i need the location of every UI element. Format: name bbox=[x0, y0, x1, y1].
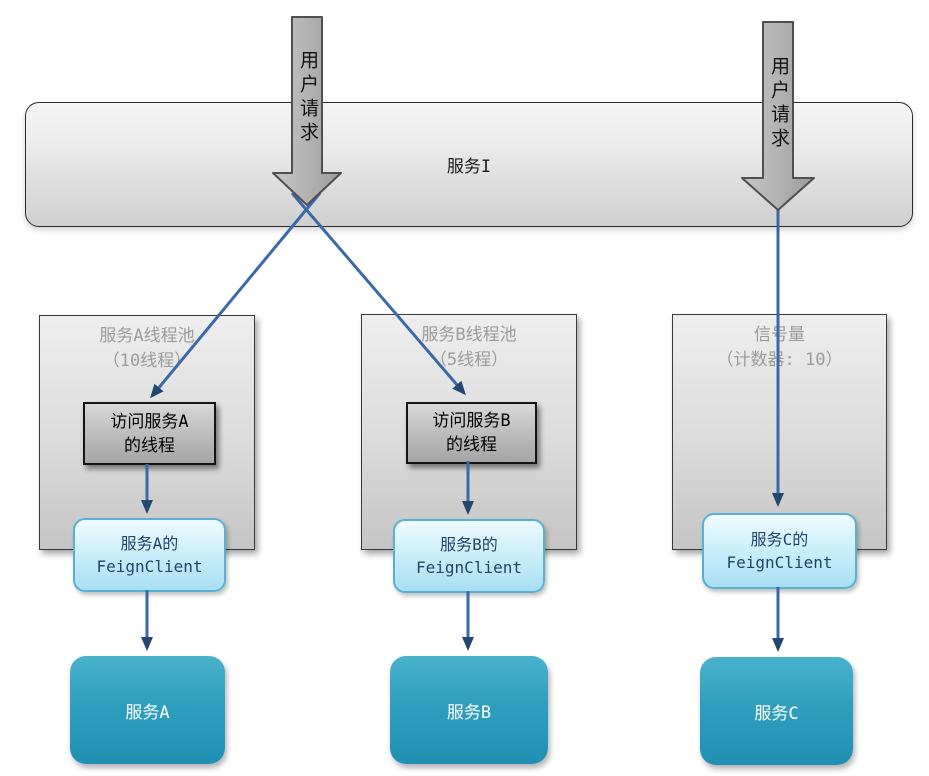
thread-box-a: 访问服务A 的线程 bbox=[83, 402, 216, 465]
feign-client-a-box: 服务A的 FeignClient bbox=[73, 518, 226, 592]
feign-client-c-box: 服务C的 FeignClient bbox=[702, 513, 857, 589]
feign-client-b-line2: FeignClient bbox=[416, 558, 522, 577]
thread-box-b: 访问服务B 的线程 bbox=[406, 402, 537, 464]
service-b-box: 服务B bbox=[390, 656, 548, 764]
thread-box-a-line1: 访问服务A bbox=[110, 411, 189, 432]
service-a-box: 服务A bbox=[70, 656, 225, 764]
service-b-label: 服务B bbox=[446, 702, 492, 723]
user-request-label-left: 用户请求 bbox=[297, 50, 319, 146]
thread-pool-a-title-line1: 服务A线程池 bbox=[99, 326, 195, 346]
service-c-label: 服务C bbox=[754, 703, 799, 724]
service-a-label: 服务A bbox=[125, 702, 170, 723]
user-request-label-right: 用户请求 bbox=[768, 56, 790, 152]
feign-client-a-line2: FeignClient bbox=[96, 557, 203, 576]
thread-pool-a-title: 服务A线程池 （10线程） bbox=[40, 316, 254, 374]
thread-pool-b-title-line2: （5线程） bbox=[429, 350, 509, 370]
semaphore-title: 信号量 （计数器: 10） bbox=[673, 315, 886, 373]
feign-client-c-line1: 服务C的 bbox=[750, 530, 809, 549]
service-c-box: 服务C bbox=[700, 657, 853, 765]
thread-pool-b-title: 服务B线程池 （5线程） bbox=[362, 315, 576, 373]
feign-client-b-line1: 服务B的 bbox=[440, 535, 498, 554]
semaphore-title-line1: 信号量 bbox=[754, 325, 805, 345]
semaphore-title-line2: （计数器: 10） bbox=[716, 350, 843, 370]
semaphore-box: 信号量 （计数器: 10） bbox=[672, 314, 887, 550]
feign-client-b-box: 服务B的 FeignClient bbox=[393, 519, 545, 593]
thread-box-a-line2: 的线程 bbox=[124, 435, 175, 456]
thread-box-b-line1: 访问服务B bbox=[432, 411, 511, 431]
thread-box-b-line2: 的线程 bbox=[446, 435, 497, 455]
service-i-label: 服务I bbox=[446, 157, 492, 177]
feign-client-a-line1: 服务A的 bbox=[120, 534, 179, 553]
thread-pool-b-title-line1: 服务B线程池 bbox=[421, 325, 517, 345]
thread-pool-a-title-line2: （10线程） bbox=[102, 351, 192, 371]
feign-client-c-line2: FeignClient bbox=[726, 553, 833, 572]
